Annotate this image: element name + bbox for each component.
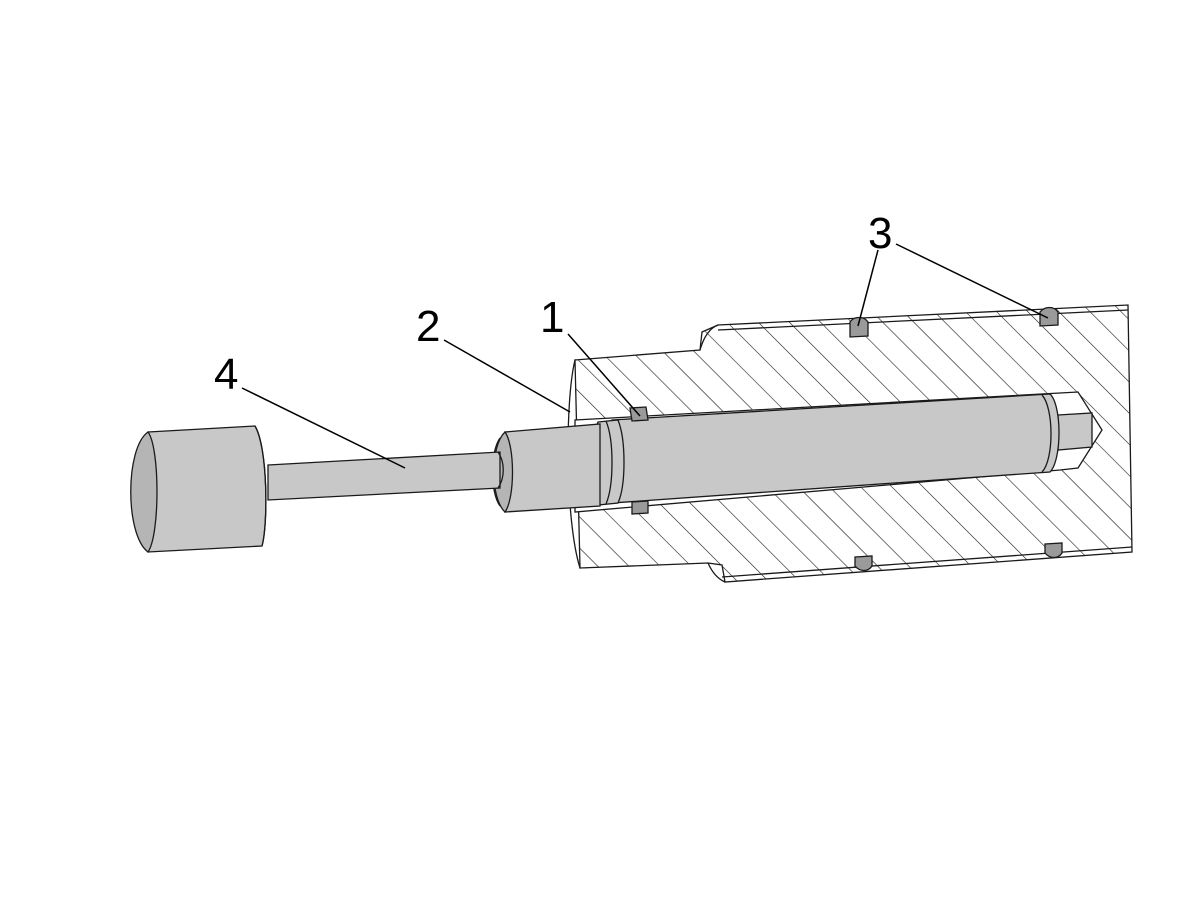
leader-line-3b xyxy=(895,243,1049,319)
rod-cap-body xyxy=(147,425,267,553)
callout-label-1: 1 xyxy=(540,293,564,342)
callout-label-2: 2 xyxy=(416,302,440,351)
outer-seal-top-left xyxy=(849,316,869,338)
inner-cylinder-end-ring xyxy=(1041,394,1052,473)
housing-bottom-edge xyxy=(721,546,1133,578)
outer-seal-top-right xyxy=(1039,306,1059,327)
rod-cap-face xyxy=(130,431,158,553)
outer-seal-bottom-right xyxy=(1044,542,1063,559)
leader-line-1 xyxy=(567,333,641,417)
outer-seals-3 xyxy=(849,306,1063,572)
bore-end-pin xyxy=(1057,412,1093,451)
housing-top-edge xyxy=(717,309,1129,331)
callout-labels: 1 2 3 4 xyxy=(214,209,892,399)
leader-line-2 xyxy=(443,339,571,413)
outer-seal-bottom-left xyxy=(854,555,873,572)
leader-line-3a xyxy=(857,249,879,327)
housing-top-shoulder xyxy=(699,324,719,351)
bushing-body xyxy=(504,423,601,513)
rod-end xyxy=(497,451,504,489)
inner-cylinder-body xyxy=(611,393,1060,504)
leader-lines xyxy=(241,243,1049,469)
rod-cap-back-ring xyxy=(254,425,267,547)
guide-bushing-2 xyxy=(491,423,601,513)
callout-label-3: 3 xyxy=(868,209,892,258)
inner-cylinder xyxy=(591,393,1060,506)
leader-line-4 xyxy=(241,387,406,469)
callout-label-4: 4 xyxy=(214,350,238,399)
piston-rod-4 xyxy=(130,425,504,553)
cylinder-flange-ring xyxy=(605,420,613,505)
housing-bottom-shoulder xyxy=(707,562,726,583)
seal-1-bottom xyxy=(631,500,649,515)
rod-body xyxy=(267,451,501,501)
